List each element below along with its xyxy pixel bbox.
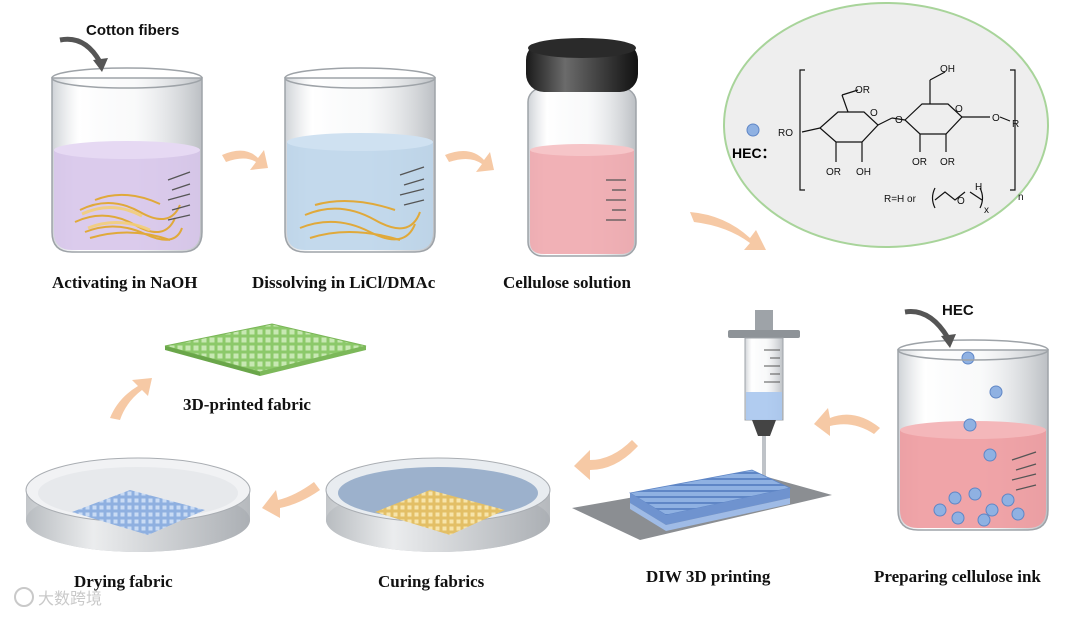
step-printing-label: DIW 3D printing	[646, 567, 771, 586]
arrow-1-icon	[222, 150, 268, 170]
hec-struct-label: HEC：	[732, 145, 776, 161]
chem-o-3: O	[955, 104, 963, 115]
chem-oh-1: OH	[856, 167, 871, 178]
hec-ink-label: HEC	[942, 302, 974, 319]
step-activating-label: Activating in NaOH	[52, 273, 198, 292]
dish-curing	[325, 457, 551, 552]
chem-or-1: OR	[855, 85, 870, 96]
hec-structure-panel: HEC： RO OR OR OH O O OH O OR OR O R R=H …	[723, 2, 1049, 248]
hec-particles-icon	[933, 351, 1025, 527]
curing-fabric	[375, 490, 505, 535]
arrow-7-icon	[110, 378, 152, 420]
dissolving-fibers-icon	[299, 200, 421, 241]
step-preparing-label: Preparing cellulose ink	[874, 567, 1041, 586]
hec-arrow-icon	[904, 309, 951, 340]
chem-oh-2: OH	[940, 64, 955, 75]
chem-o-5: O	[957, 196, 965, 207]
watermark: 大数跨境	[14, 585, 102, 609]
arrow-5-icon	[574, 440, 638, 480]
step-dissolving-label: Dissolving in LiCl/DMAc	[252, 273, 436, 292]
chem-h: H	[975, 182, 982, 193]
syringe-printer	[572, 310, 832, 540]
beaker-ink	[897, 309, 1049, 531]
arrow-4-icon	[814, 408, 880, 436]
drying-fabric	[72, 490, 205, 535]
chem-o-1: O	[870, 108, 878, 119]
chem-r: R	[1012, 119, 1019, 130]
chem-r-def: R=H or	[884, 194, 917, 205]
chem-or-2: OR	[826, 167, 841, 178]
hec-bead-icon	[746, 123, 760, 137]
flow-arrows	[110, 150, 880, 518]
cotton-arrow-icon	[59, 36, 103, 64]
arrow-2-icon	[445, 151, 494, 172]
cotton-fibers-icon	[74, 193, 183, 241]
arrow-6-icon	[262, 482, 320, 518]
chem-o-4: O	[992, 113, 1000, 124]
chem-n: n	[1018, 192, 1024, 203]
printed-fabric	[164, 323, 367, 376]
cotton-fibers-label: Cotton fibers	[86, 22, 180, 39]
beaker-naoh	[51, 36, 203, 253]
step-solution-label: Cellulose solution	[503, 273, 631, 292]
chem-or-4: OR	[940, 157, 955, 168]
arrow-3-icon	[690, 212, 766, 250]
beaker-licl	[284, 67, 436, 253]
dish-drying	[25, 457, 251, 552]
step-drying-label: Drying fabric	[74, 572, 173, 591]
watermark-logo-icon	[14, 587, 34, 607]
chem-or-3: OR	[912, 157, 927, 168]
chem-x: x	[984, 205, 989, 216]
vial-solution	[526, 38, 638, 257]
watermark-text: 大数跨境	[38, 589, 103, 608]
chem-o-2: O	[895, 115, 903, 126]
chem-ro: RO	[778, 128, 793, 139]
step-curing-label: Curing fabrics	[378, 572, 485, 591]
step-fabric-label: 3D-printed fabric	[183, 395, 311, 414]
